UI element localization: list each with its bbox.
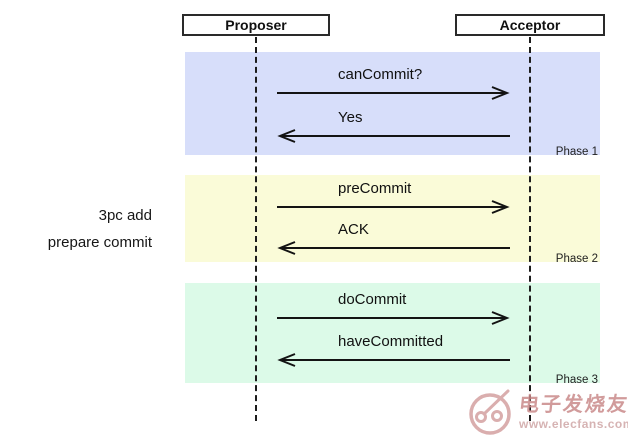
phase-2-label: Phase 2 [555,253,598,265]
actor-acceptor-box: Acceptor [455,14,605,36]
side-annotation-line2: prepare commit [47,234,152,251]
elecfans-logo-icon [469,389,511,435]
message-precommit: preCommit [277,178,510,214]
arrow-right-icon [277,311,510,325]
arrow-left-icon [277,129,510,143]
side-annotation-line1: 3pc add [98,207,152,224]
phase-3-label: Phase 3 [555,374,598,386]
message-havecommitted: haveCommitted [277,331,510,367]
arrow-left-icon [277,241,510,255]
message-ack-label: ACK [338,221,369,238]
message-docommit-label: doCommit [338,291,407,308]
watermark-text: 电子发烧友 www.elecfans.com [517,393,628,431]
side-annotation: 3pc add prepare commit [18,202,152,256]
arrow-right-icon [277,86,510,100]
watermark-brand: 电子发烧友 [517,393,628,416]
message-ack: ACK [277,219,510,255]
message-yes: Yes [277,107,510,143]
message-precommit-label: preCommit [338,180,412,197]
watermark-url: www.elecfans.com [519,416,628,431]
acceptor-lifeline [529,37,531,421]
message-havecommitted-label: haveCommitted [338,333,444,350]
actor-acceptor-label: Acceptor [499,17,561,33]
message-cancommit-label: canCommit? [338,66,423,83]
arrow-right-icon [277,200,510,214]
message-cancommit: canCommit? [277,64,510,100]
watermark: 电子发烧友 www.elecfans.com [466,387,628,437]
phase-1-label: Phase 1 [555,146,598,158]
proposer-lifeline [255,37,257,421]
actor-proposer-label: Proposer [225,17,287,33]
message-docommit: doCommit [277,289,510,325]
message-yes-label: Yes [338,109,363,126]
actor-proposer-box: Proposer [182,14,330,36]
arrow-left-icon [277,353,510,367]
